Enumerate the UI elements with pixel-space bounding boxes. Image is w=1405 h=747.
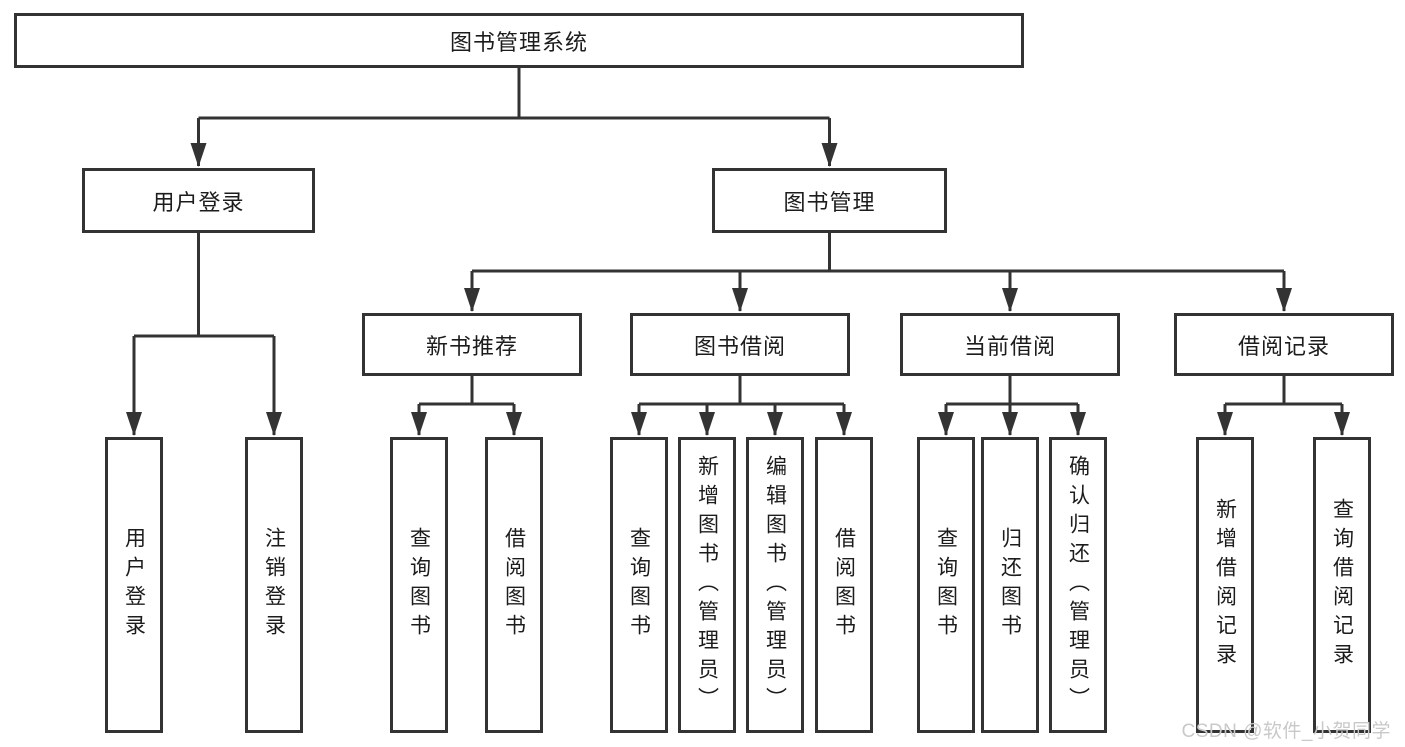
leaf-borrow-books: 借阅图书 [815, 437, 873, 733]
leaf-confirm-return-admin: 确认归还（管理员） [1049, 437, 1107, 733]
node-new-book-recommendation: 新书推荐 [362, 313, 582, 376]
node-book-borrowing: 图书借阅 [630, 313, 850, 376]
node-label: 借阅图书 [502, 527, 526, 643]
node-label: 确认归还（管理员） [1066, 454, 1090, 716]
node-label: 当前借阅 [963, 333, 1056, 359]
node-label: 编辑图书（管理员） [763, 454, 787, 716]
leaf-borrow-books-recommend: 借阅图书 [485, 437, 543, 733]
node-label: 新增图书（管理员） [695, 454, 719, 716]
leaf-add-books-admin: 新增图书（管理员） [678, 437, 736, 733]
leaf-user-login: 用户登录 [105, 437, 163, 733]
node-label: 查询图书 [407, 527, 431, 643]
node-label: 新增借阅记录 [1213, 498, 1237, 672]
leaf-query-books-current: 查询图书 [917, 437, 975, 733]
leaf-edit-books-admin: 编辑图书（管理员） [746, 437, 804, 733]
node-label: 借阅记录 [1237, 333, 1330, 359]
node-label: 用户登录 [152, 189, 245, 215]
leaf-query-books-recommend: 查询图书 [390, 437, 448, 733]
leaf-add-borrow-record: 新增借阅记录 [1196, 437, 1254, 733]
node-current-borrowing: 当前借阅 [900, 313, 1120, 376]
node-label: 查询图书 [934, 527, 958, 643]
node-label: 图书管理系统 [449, 29, 588, 55]
node-user-login: 用户登录 [82, 168, 315, 233]
node-label: 查询借阅记录 [1330, 498, 1354, 672]
leaf-logout: 注销登录 [245, 437, 303, 733]
node-book-management: 图书管理 [712, 168, 947, 233]
node-label: 归还图书 [998, 527, 1022, 643]
node-label: 借阅图书 [832, 527, 856, 643]
node-borrowing-records: 借阅记录 [1174, 313, 1394, 376]
node-label: 新书推荐 [425, 333, 518, 359]
node-label: 注销登录 [262, 527, 286, 643]
leaf-query-books-borrow: 查询图书 [610, 437, 668, 733]
node-label: 查询图书 [627, 527, 651, 643]
csdn-watermark: CSDN @软件_小贺同学 [1181, 721, 1391, 742]
leaf-query-borrow-record: 查询借阅记录 [1313, 437, 1371, 733]
node-label: 图书管理 [783, 189, 876, 215]
leaf-return-books: 归还图书 [981, 437, 1039, 733]
node-label: 图书借阅 [693, 333, 786, 359]
node-label: 用户登录 [122, 527, 146, 643]
node-library-management-system: 图书管理系统 [14, 13, 1024, 68]
